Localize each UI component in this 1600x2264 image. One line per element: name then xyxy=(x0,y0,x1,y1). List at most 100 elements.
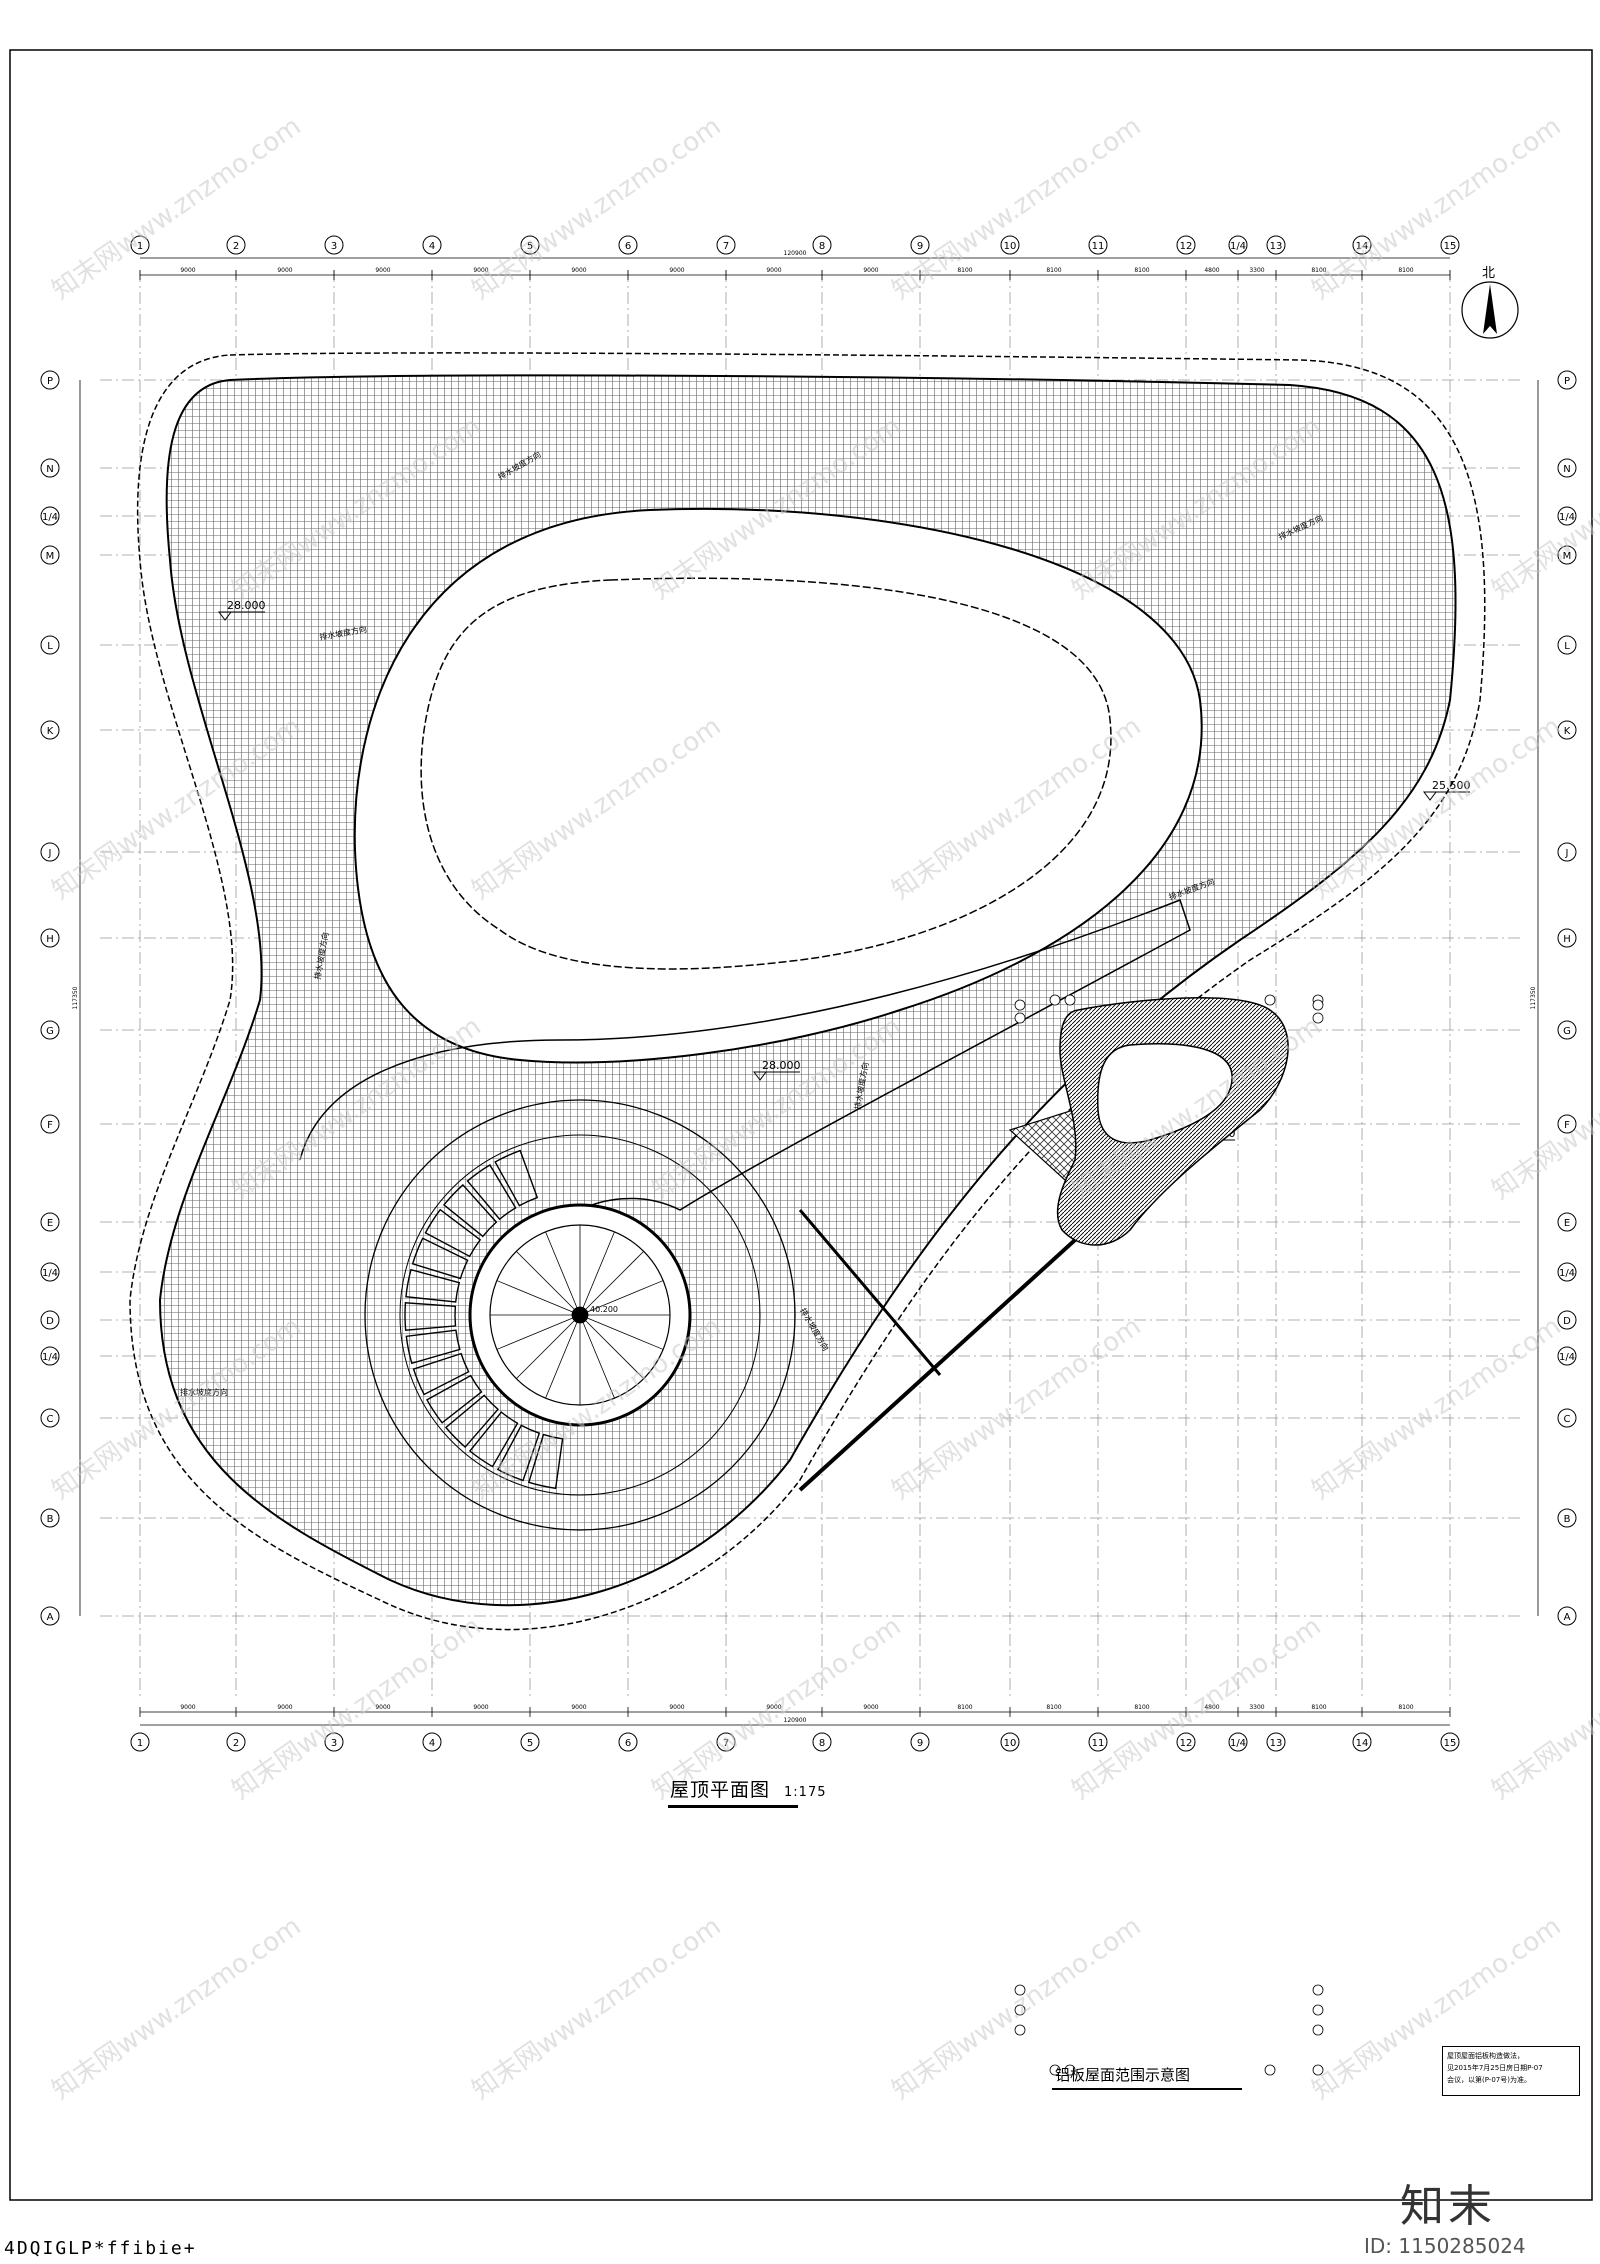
dimension-label: 9000 xyxy=(669,267,684,274)
seating-block xyxy=(496,1424,541,1482)
north-arrow xyxy=(1461,281,1519,339)
plot-stamp: 4DQIGLP*ffibie+ xyxy=(4,2238,197,2259)
dimension-label: 8100 xyxy=(1398,1704,1413,1711)
row-bubble-label: 1/4 xyxy=(1559,1268,1575,1279)
row-bubble: K xyxy=(40,720,60,740)
seating-block xyxy=(405,1268,461,1303)
inset-bubble xyxy=(1049,994,1061,1006)
column-bubble-label: 9 xyxy=(917,1738,923,1749)
column-bubble-label: 13 xyxy=(1270,1738,1283,1749)
title-underline xyxy=(668,1805,798,1808)
dome-rib xyxy=(545,1314,581,1399)
row-bubble: D xyxy=(1557,1310,1577,1330)
column-bubble-label: 5 xyxy=(527,1738,533,1749)
inset-bubble xyxy=(1312,2024,1324,2036)
column-bubble: 3 xyxy=(324,1732,344,1752)
dimension-label: 9000 xyxy=(180,267,195,274)
row-bubble-label: C xyxy=(1564,1414,1571,1425)
row-bubble-label: A xyxy=(47,1612,54,1623)
column-bubble: 14 xyxy=(1352,235,1372,255)
row-bubble: 1/4 xyxy=(40,506,60,526)
column-bubble-label: 10 xyxy=(1004,1738,1017,1749)
column-bubble: 13 xyxy=(1266,1732,1286,1752)
seating-block xyxy=(411,1237,469,1280)
row-bubble: P xyxy=(40,370,60,390)
dome-rib xyxy=(579,1314,644,1379)
seating-block xyxy=(405,1329,461,1365)
image-id: ID: 1150285024 xyxy=(1364,2234,1526,2258)
column-bubble: 1/4 xyxy=(1228,235,1248,255)
row-bubble-label: L xyxy=(47,641,53,652)
column-bubble-label: 3 xyxy=(331,1738,337,1749)
row-bubble: E xyxy=(40,1212,60,1232)
row-bubble-label: E xyxy=(1564,1218,1570,1229)
inset-bubble xyxy=(1064,2064,1076,2076)
dimension-label: 4800 xyxy=(1204,267,1219,274)
inset-key-plan xyxy=(1014,994,1324,2076)
overall-dimension-label: 120900 xyxy=(784,250,807,257)
dimension-label: 9000 xyxy=(180,1704,195,1711)
row-bubble: N xyxy=(1557,458,1577,478)
column-bubble-label: 11 xyxy=(1092,241,1105,252)
column-bubble-label: 12 xyxy=(1180,241,1193,252)
column-bubble-label: 12 xyxy=(1180,1738,1193,1749)
inset-bubble xyxy=(1014,999,1026,1011)
column-bubble-label: 11 xyxy=(1092,1738,1105,1749)
brand-logo: 知末 xyxy=(1400,2181,1496,2232)
column-bubble-label: 6 xyxy=(625,241,631,252)
dimension-label: 3300 xyxy=(1249,267,1264,274)
row-bubble: P xyxy=(1557,370,1577,390)
row-bubble-label: L xyxy=(1564,641,1570,652)
row-bubble-label: A xyxy=(1564,1612,1571,1623)
row-bubble-label: E xyxy=(47,1218,53,1229)
row-bubble-label: D xyxy=(1563,1316,1571,1327)
column-bubble: 9 xyxy=(910,1732,930,1752)
center-mark-label: 40.200 xyxy=(590,1305,618,1314)
column-bubble-label: 15 xyxy=(1444,1738,1457,1749)
row-bubble-label: P xyxy=(1564,376,1570,387)
row-bubble: G xyxy=(40,1020,60,1040)
row-bubble: 1/4 xyxy=(1557,1262,1577,1282)
row-bubble: A xyxy=(40,1606,60,1626)
column-bubble: 9 xyxy=(910,235,930,255)
column-bubble-label: 2 xyxy=(233,241,239,252)
dimension-label: 9000 xyxy=(863,267,878,274)
row-bubble: L xyxy=(40,635,60,655)
dimension-label: 8100 xyxy=(1311,1704,1326,1711)
inset-bubble xyxy=(1014,1012,1026,1024)
seating-block xyxy=(466,1164,517,1221)
column-bubble: 15 xyxy=(1440,1732,1460,1752)
dimension-label: 9000 xyxy=(375,267,390,274)
row-bubble: J xyxy=(1557,842,1577,862)
column-bubble-label: 10 xyxy=(1004,241,1017,252)
column-bubble: 10 xyxy=(1000,1732,1020,1752)
elevation-label: 28.000 xyxy=(227,599,266,612)
dimension-label: 9000 xyxy=(863,1704,878,1711)
column-bubble: 1 xyxy=(130,1732,150,1752)
inset-title: 铝板屋面范围示意图 xyxy=(1055,2066,1191,2084)
dome-rib xyxy=(496,1314,581,1350)
column-bubble-label: 4 xyxy=(429,1738,435,1749)
inset-bubble xyxy=(1049,2064,1061,2076)
column-bubble: 7 xyxy=(716,235,736,255)
row-bubble-label: N xyxy=(1563,464,1570,475)
watermark-text: 知末网www.znzmo.com xyxy=(467,1911,727,2105)
column-bubble: 10 xyxy=(1000,235,1020,255)
inset-bubble xyxy=(1014,2004,1026,2016)
note-line: 见2015年7月25日房日期P-07 xyxy=(1447,2064,1543,2072)
dimension-label: 9000 xyxy=(375,1704,390,1711)
column-bubble-label: 8 xyxy=(819,241,825,252)
dimension-label: 8100 xyxy=(957,267,972,274)
watermark-text: 知末网www.znzmo.com xyxy=(1487,411,1600,605)
elevation-label: 25.500 xyxy=(1432,779,1471,792)
row-bubble-label: F xyxy=(1564,1120,1570,1131)
column-bubble: 6 xyxy=(618,1732,638,1752)
row-bubble-label: K xyxy=(47,726,54,737)
seating-block xyxy=(494,1149,539,1207)
row-bubble-label: B xyxy=(47,1514,54,1525)
column-bubble-label: 15 xyxy=(1444,241,1457,252)
inset-underline xyxy=(1052,2088,1242,2090)
